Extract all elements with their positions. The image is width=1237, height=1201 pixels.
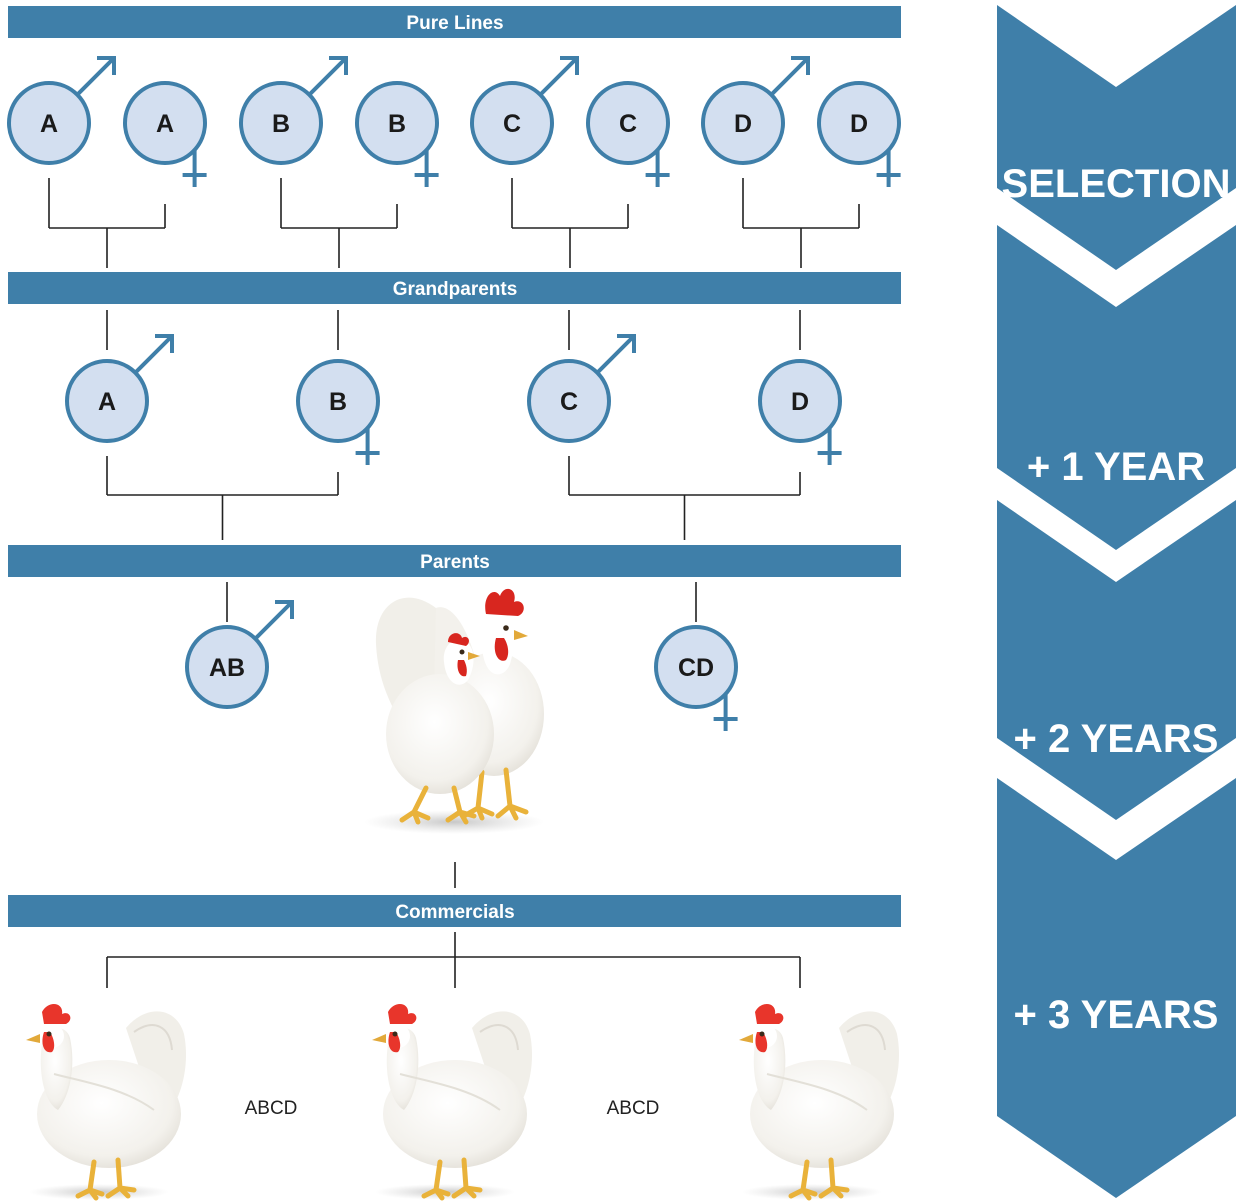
- node-circle: [758, 359, 842, 443]
- pure-lines-banner-label: Pure Lines: [406, 13, 503, 34]
- node-circle: [65, 359, 149, 443]
- node-label: A: [40, 110, 58, 138]
- node-label: B: [388, 110, 406, 138]
- node-label: D: [791, 388, 809, 416]
- node-circle: [586, 81, 670, 165]
- female-symbol-icon: [182, 149, 207, 187]
- male-symbol-icon: [252, 600, 294, 642]
- male-node: C: [527, 334, 636, 443]
- timeline-chevron: [997, 500, 1236, 820]
- node-label: A: [98, 388, 116, 416]
- female-node: A: [123, 81, 207, 187]
- female-symbol-icon: [817, 427, 842, 465]
- male-symbol-icon: [594, 334, 636, 376]
- male-symbol-icon: [306, 56, 348, 98]
- parents-banner-label: Parents: [420, 552, 490, 573]
- node-label: D: [850, 110, 868, 138]
- commercial-cross-label: ABCD: [607, 1098, 660, 1119]
- female-node: CD: [654, 625, 738, 731]
- male-symbol-icon: [768, 56, 810, 98]
- male-node: A: [65, 334, 174, 443]
- female-node: B: [296, 359, 380, 465]
- node-label: A: [156, 110, 174, 138]
- female-node: B: [355, 81, 439, 187]
- node-label: B: [272, 110, 290, 138]
- male-node: C: [470, 56, 579, 165]
- female-node: C: [586, 81, 670, 187]
- timeline-step-label: + 1 YEAR: [1027, 445, 1205, 489]
- node-label: C: [619, 110, 637, 138]
- node-circle: [185, 625, 269, 709]
- node-circle: [239, 81, 323, 165]
- node-label: C: [560, 388, 578, 416]
- node-circle: [355, 81, 439, 165]
- commercials-banner-label: Commercials: [395, 902, 514, 923]
- node-circle: [296, 359, 380, 443]
- node-circle: [123, 81, 207, 165]
- white-hen-icon: [372, 1004, 532, 1200]
- female-symbol-icon: [414, 149, 439, 187]
- grandparents-banner: Grandparents: [8, 272, 901, 304]
- timeline-step-label: + 3 YEARS: [1014, 993, 1219, 1037]
- node-label: D: [734, 110, 752, 138]
- timeline-arrow: SELECTION + 1 YEAR + 2 YEARS + 3 YEARS: [997, 5, 1236, 1198]
- male-symbol-icon: [537, 56, 579, 98]
- node-circle: [701, 81, 785, 165]
- timeline-step-label: + 2 YEARS: [1014, 717, 1219, 761]
- female-node: D: [758, 359, 842, 465]
- male-node: B: [239, 56, 348, 165]
- pure-lines-banner: Pure Lines: [8, 6, 901, 38]
- node-label: C: [503, 110, 521, 138]
- male-node: AB: [185, 600, 294, 709]
- female-symbol-icon: [713, 693, 738, 731]
- timeline-step-label: SELECTION: [1002, 162, 1231, 206]
- node-circle: [470, 81, 554, 165]
- white-hen-icon: [739, 1004, 899, 1200]
- parents-banner: Parents: [8, 545, 901, 577]
- female-symbol-icon: [876, 149, 901, 187]
- node-circle: [654, 625, 738, 709]
- male-node: A: [7, 56, 116, 165]
- commercial-cross-label: ABCD: [245, 1098, 298, 1119]
- male-symbol-icon: [74, 56, 116, 98]
- female-symbol-icon: [355, 427, 380, 465]
- grandparents-banner-label: Grandparents: [393, 279, 518, 300]
- timeline-chevron: [997, 5, 1236, 270]
- node-circle: [7, 81, 91, 165]
- node-label: CD: [678, 654, 714, 682]
- female-symbol-icon: [645, 149, 670, 187]
- node-circle: [527, 359, 611, 443]
- timeline-chevron: [997, 225, 1236, 550]
- node-label: AB: [209, 654, 245, 682]
- commercials-banner: Commercials: [8, 895, 901, 927]
- node-circle: [817, 81, 901, 165]
- connector-lines: [48, 178, 860, 988]
- male-node: D: [701, 56, 810, 165]
- timeline-chevron: [997, 778, 1236, 1198]
- node-label: B: [329, 388, 347, 416]
- white-hen-icon: [26, 1004, 186, 1200]
- female-node: D: [817, 81, 901, 187]
- male-symbol-icon: [132, 334, 174, 376]
- rooster-and-hen-icon: [364, 588, 544, 834]
